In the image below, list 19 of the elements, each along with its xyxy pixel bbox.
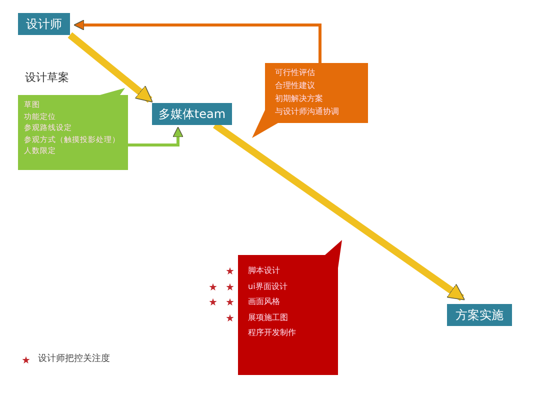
list-item: 可行性评估 — [275, 69, 315, 77]
callout-box — [265, 63, 368, 123]
list-item: 画面风格 — [248, 298, 280, 306]
list-item: 与设计师沟通协调 — [275, 108, 339, 116]
callout-box — [238, 255, 338, 375]
list-item: 展项施工图 — [248, 314, 288, 322]
legend-text: 设计师把控关注度 — [38, 355, 110, 364]
label-box: 多媒体team — [152, 103, 232, 125]
label-box: 方案实施 — [447, 304, 512, 326]
list-item: 程序开发制作 — [248, 329, 296, 337]
label-box: 设计师 — [18, 13, 70, 35]
list-item: 初期解决方案 — [275, 95, 323, 103]
arrow — [68, 32, 153, 103]
list-item: 脚本设计 — [248, 267, 280, 275]
arrow — [74, 20, 322, 63]
list-item: ui界面设计 — [248, 282, 288, 290]
heading: 设计草案 — [25, 72, 69, 83]
arrow — [128, 126, 184, 146]
list-item: 合理性建议 — [275, 82, 315, 90]
